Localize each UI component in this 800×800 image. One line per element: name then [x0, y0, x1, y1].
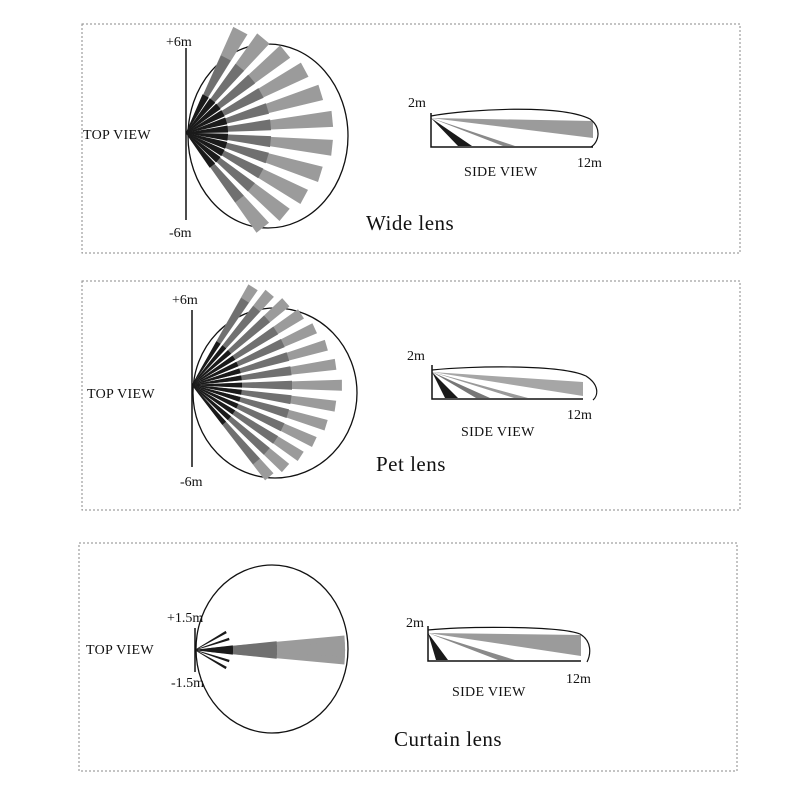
side-view-label: SIDE VIEW	[461, 425, 535, 440]
beam-near	[191, 361, 239, 386]
beam-near	[192, 384, 242, 395]
panel-curtain-lens: +1.5m -1.5m TOP VIEW 2m 12m SIDE VIEW Cu…	[78, 542, 738, 772]
side-axes	[431, 365, 583, 400]
range-top-label: +1.5m	[167, 611, 203, 626]
range-bottom-label: -6m	[180, 475, 203, 490]
beam-near	[185, 132, 225, 157]
beam-near	[185, 132, 228, 149]
beam-near	[191, 368, 241, 386]
range-bottom-label: -1.5m	[171, 676, 204, 691]
beam-near	[191, 384, 231, 421]
side-coverage-curve	[430, 108, 599, 148]
side-view-wide	[430, 108, 599, 148]
beam-near	[195, 649, 233, 655]
top-view-label: TOP VIEW	[87, 387, 155, 402]
beam-near	[185, 110, 225, 134]
panel-pet-lens: +6m -6m TOP VIEW 2m 12m SIDE VIEW Pet le…	[81, 280, 741, 511]
beam-spoke	[194, 637, 230, 651]
side-beam-near	[431, 118, 472, 146]
panel-border	[78, 542, 738, 772]
beam-near	[186, 132, 229, 141]
beam-fan	[185, 26, 334, 233]
beam-near	[191, 350, 232, 386]
distance-label: 12m	[577, 156, 602, 171]
side-beam-mid	[432, 372, 528, 398]
height-label: 2m	[407, 349, 425, 364]
side-view-pet	[431, 365, 598, 401]
beam-near	[191, 384, 227, 425]
distance-label: 12m	[566, 672, 591, 687]
side-beam-mid	[431, 118, 515, 146]
height-label: 2m	[408, 96, 426, 111]
beam-fan	[194, 630, 346, 670]
beam-near	[185, 94, 209, 134]
beam-near	[191, 341, 221, 386]
distance-label: 12m	[567, 408, 592, 423]
side-beam-mid	[428, 633, 515, 660]
side-beam-near	[432, 372, 490, 398]
beam-mid	[202, 380, 292, 390]
beam-spoke	[194, 649, 230, 663]
beam-near	[185, 117, 228, 134]
range-top-label: +6m	[166, 35, 192, 50]
beam-near	[185, 103, 221, 134]
side-view-label: SIDE VIEW	[464, 165, 538, 180]
side-view-label: SIDE VIEW	[452, 685, 526, 700]
lens-title: Pet lens	[376, 452, 446, 476]
side-axes	[430, 113, 593, 148]
beam-near	[191, 384, 239, 409]
panel-border	[81, 23, 741, 254]
beam-near	[192, 375, 242, 386]
height-label: 2m	[406, 616, 424, 631]
side-beam-closest	[432, 372, 458, 398]
beam-near	[191, 384, 241, 402]
top-view-curtain	[194, 564, 349, 734]
lens-title: Wide lens	[366, 211, 454, 235]
range-bottom-label: -6m	[169, 226, 192, 241]
beam-fan	[191, 284, 342, 481]
side-beam-long	[428, 633, 581, 656]
panel-border	[81, 280, 741, 511]
beam-near	[191, 384, 236, 415]
side-beam-long	[431, 118, 593, 138]
top-view-wide	[185, 26, 349, 233]
beam-near	[192, 382, 242, 388]
beam-near	[185, 98, 216, 134]
beam-near	[185, 132, 216, 168]
side-coverage-curve	[427, 626, 591, 663]
beam-spoke	[194, 649, 227, 670]
range-top-label: +6m	[172, 293, 198, 308]
lens-title: Curtain lens	[394, 727, 502, 751]
side-beam-near	[428, 633, 448, 660]
side-beam-long	[432, 372, 583, 396]
beam-spoke	[194, 630, 227, 651]
beam-near	[186, 125, 229, 134]
beam-near	[191, 345, 227, 386]
top-view-pet	[191, 284, 358, 481]
side-axes	[427, 626, 581, 662]
panel-wide-lens: +6m -6m TOP VIEW 2m 12m SIDE VIEW Wide l…	[81, 23, 741, 254]
top-view-label: TOP VIEW	[83, 128, 151, 143]
beam-near	[191, 355, 236, 386]
top-view-label: TOP VIEW	[86, 643, 154, 658]
side-coverage-curve	[431, 366, 598, 401]
beam-near	[185, 132, 221, 163]
side-view-curtain	[427, 626, 591, 663]
coverage-circle	[195, 564, 349, 734]
